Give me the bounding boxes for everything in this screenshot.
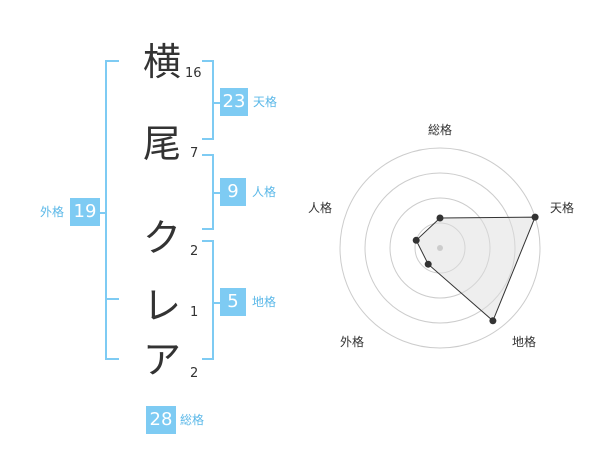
name-char-5: ア [142, 338, 181, 382]
radar-axis-label-jinkaku: 人格 [308, 200, 332, 215]
radar-point [412, 236, 420, 244]
radar-point [531, 213, 539, 221]
radar-point [436, 214, 444, 222]
radar-center-dot [437, 245, 443, 251]
stroke-count-4: 1 [190, 305, 199, 320]
chikaku-value: 5 [220, 288, 246, 316]
radar-point [489, 317, 497, 325]
gaikaku-value: 19 [70, 198, 100, 226]
radar-axis-label-tenkaku: 天格 [550, 200, 574, 215]
tenkaku-label: 天格 [253, 95, 278, 109]
jinkaku-label: 人格 [252, 185, 277, 199]
radar-ring [339, 147, 541, 349]
radar-axis-label-chikaku: 地格 [512, 334, 536, 349]
name-char-2: 尾 [142, 122, 181, 166]
jinkaku-value: 9 [220, 178, 246, 206]
name-char-1: 横 [142, 40, 181, 84]
stroke-count-1: 16 [185, 66, 202, 81]
radar-chart: 総格 天格 地格 外格 人格 [308, 122, 574, 349]
tenkaku-value: 23 [220, 88, 248, 116]
chikaku-label: 地格 [252, 295, 277, 309]
stroke-count-3: 2 [190, 244, 199, 259]
soukaku-label: 総格 [180, 413, 205, 427]
stroke-count-5: 2 [190, 366, 199, 381]
radar-area [415, 216, 536, 322]
gaikaku-label: 外格 [40, 205, 65, 219]
name-char-4: レ [142, 284, 181, 328]
stroke-count-2: 7 [190, 146, 199, 161]
radar-axis-label-gaikaku: 外格 [340, 334, 364, 349]
soukaku-value: 28 [146, 406, 176, 434]
radar-point [424, 260, 432, 268]
radar-axis-label-soukaku: 総格 [428, 122, 452, 137]
name-char-3: ク [142, 216, 181, 260]
